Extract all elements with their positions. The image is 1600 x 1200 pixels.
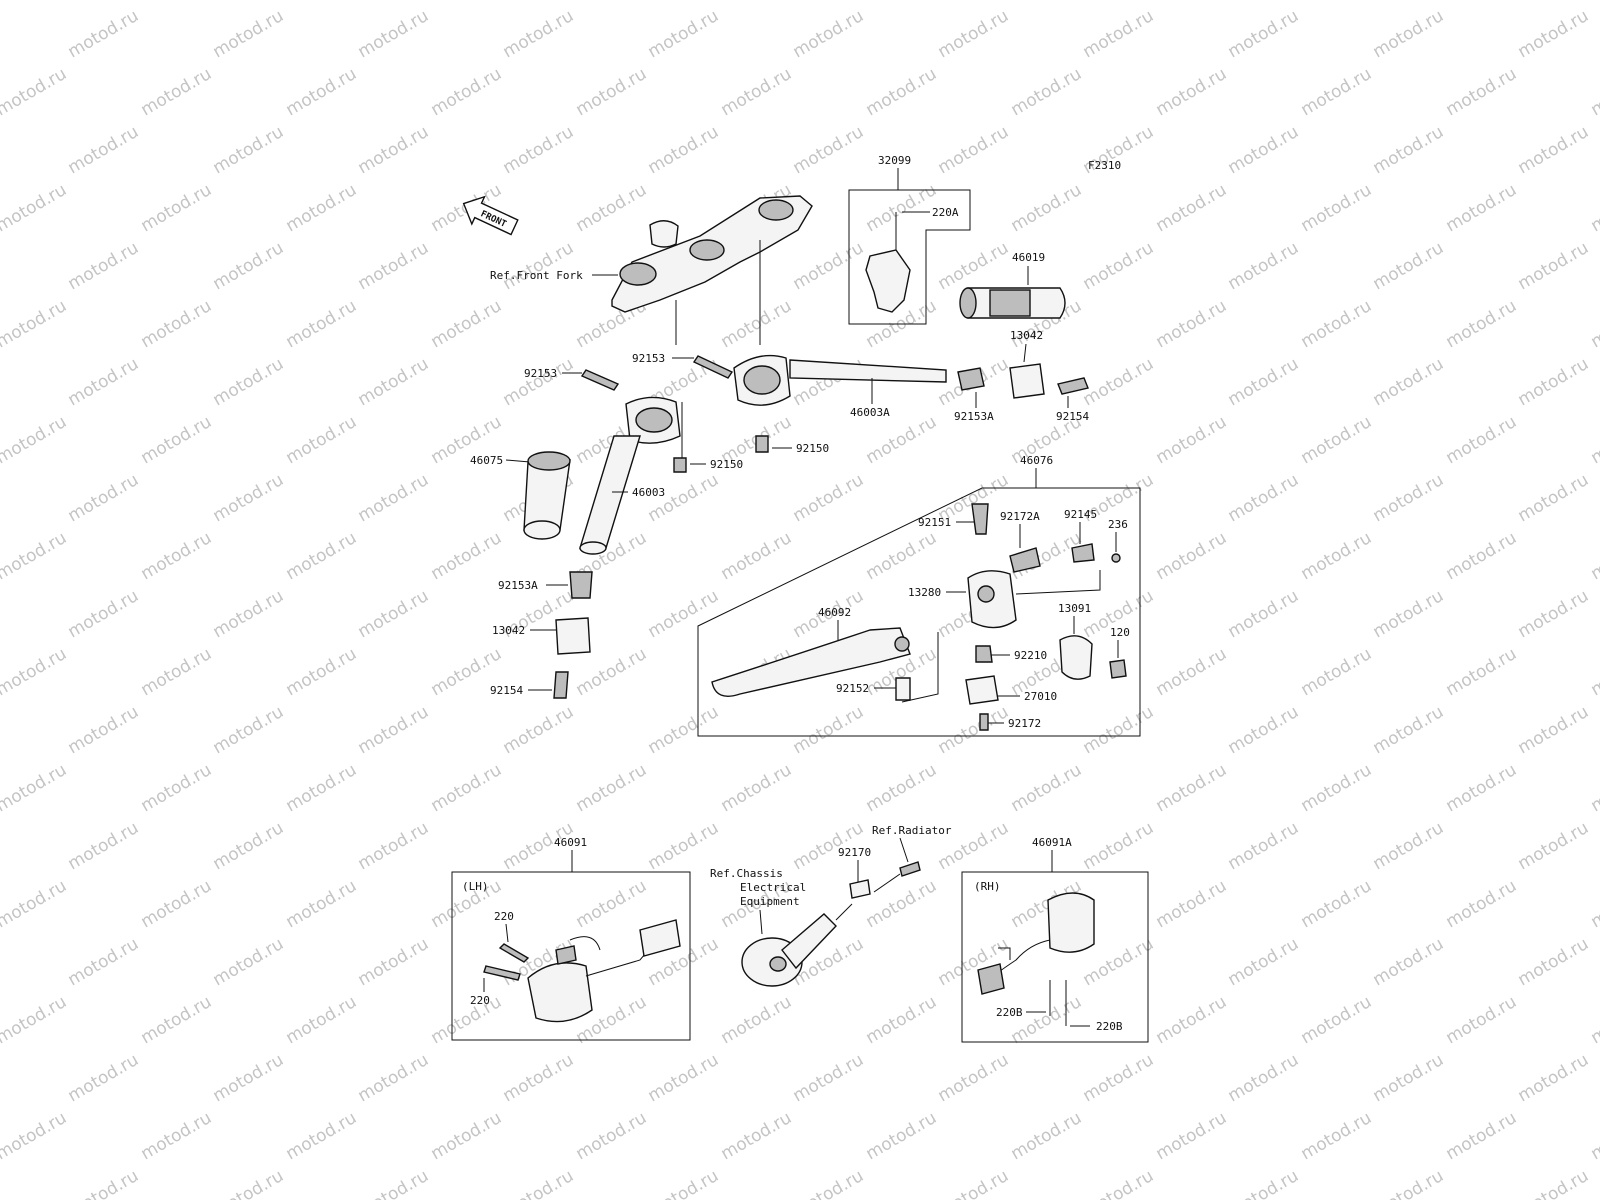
label-13042-left: 13042 (492, 624, 525, 637)
label-92172: 92172 (1008, 717, 1041, 730)
label-46091: 46091 (554, 836, 587, 849)
label-120: 120 (1110, 626, 1130, 639)
label-46003A: 46003A (850, 406, 890, 419)
label-92154-right: 92154 (1056, 410, 1089, 423)
label-46092: 46092 (818, 606, 851, 619)
figure-id: F2310 (1088, 159, 1121, 172)
label-46019: 46019 (1012, 251, 1045, 264)
label-ref-front-fork: Ref.Front Fork (490, 269, 583, 282)
part-92154-right (1057, 377, 1089, 395)
label-92152: 92152 (836, 682, 869, 695)
label-220B-right: 220B (1096, 1020, 1123, 1033)
label-220-lh-upper: 220 (494, 910, 514, 923)
front-arrow-icon: FRONT (462, 195, 519, 236)
part-46091-lh-switch (527, 919, 681, 1023)
label-27010: 27010 (1024, 690, 1057, 703)
label-ref-chassis-line3: Equipment (740, 895, 800, 908)
box-46091A-rh (961, 871, 1149, 1043)
label-13280: 13280 (908, 586, 941, 599)
label-46003: 46003 (632, 486, 665, 499)
label-92153-left: 92153 (524, 367, 557, 380)
part-46091A-rh-switch (977, 892, 1095, 995)
part-horn (741, 903, 853, 987)
label-13042-right: 13042 (1010, 329, 1043, 342)
label-13091: 13091 (1058, 602, 1091, 615)
label-92210: 92210 (1014, 649, 1047, 662)
label-ref-radiator: Ref.Radiator (872, 824, 952, 837)
label-ref-chassis-line1: Ref.Chassis (710, 867, 783, 880)
part-13042-weight-right (1009, 363, 1045, 399)
label-rh: (RH) (974, 880, 1001, 893)
label-46091A: 46091A (1032, 836, 1072, 849)
label-92153A-left: 92153A (498, 579, 538, 592)
label-236: 236 (1108, 518, 1128, 531)
part-46003-handlebar-left (579, 396, 681, 555)
part-13042-weight-left (555, 617, 591, 655)
label-92172A: 92172A (1000, 510, 1040, 523)
part-32099-bracket (865, 249, 911, 313)
box-46091-lh (451, 871, 691, 1041)
label-92150-right: 92150 (796, 442, 829, 455)
label-92153A-right: 92153A (954, 410, 994, 423)
label-92150-left: 92150 (710, 458, 743, 471)
part-46075-grip-left (523, 451, 571, 540)
part-46019-grip (959, 287, 1066, 319)
part-13091-clamp (1059, 635, 1093, 680)
part-27010-switch (965, 675, 999, 705)
label-92145: 92145 (1064, 508, 1097, 521)
upper-triple-clamp (611, 195, 813, 313)
label-46075: 46075 (470, 454, 503, 467)
label-92151: 92151 (918, 516, 951, 529)
label-92153-upper: 92153 (632, 352, 665, 365)
label-32099: 32099 (878, 154, 911, 167)
part-92153A-right (957, 367, 985, 391)
label-lh: (LH) (462, 880, 489, 893)
label-ref-chassis-line2: Electrical (740, 881, 806, 894)
part-46003A-handlebar-right (733, 354, 947, 406)
label-46076: 46076 (1020, 454, 1053, 467)
label-220-lh-lower: 220 (470, 994, 490, 1007)
part-13280-lever-holder (967, 570, 1017, 629)
label-220B-left: 220B (996, 1006, 1023, 1019)
box-46076 (697, 487, 1141, 737)
label-92170: 92170 (838, 846, 871, 859)
label-92154-left: 92154 (490, 684, 523, 697)
part-46092-clutch-lever (711, 627, 911, 697)
box-32099 (848, 189, 971, 325)
label-220A: 220A (932, 206, 959, 219)
